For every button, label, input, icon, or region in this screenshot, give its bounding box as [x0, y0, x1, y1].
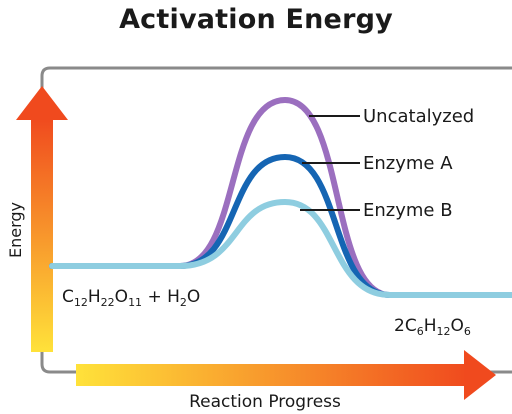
enzyme-a-label: Enzyme A [363, 153, 453, 174]
enzyme-b-curve [49, 199, 512, 298]
reactant-formula: C12H22O11 + H2O [62, 287, 200, 309]
product-formula: 2C6H12O6 [394, 316, 471, 338]
uncatalyzed-curve [49, 97, 512, 298]
diagram-title: Activation Energy [119, 4, 393, 35]
uncatalyzed-label: Uncatalyzed [363, 106, 474, 127]
energy-axis-arrow [16, 86, 68, 352]
x-axis-label: Reaction Progress [189, 392, 341, 412]
y-axis-label: Energy [6, 202, 25, 258]
enzyme-a-curve [49, 154, 512, 298]
enzyme-b-label: Enzyme B [363, 200, 453, 221]
progress-axis-arrow [76, 350, 496, 400]
